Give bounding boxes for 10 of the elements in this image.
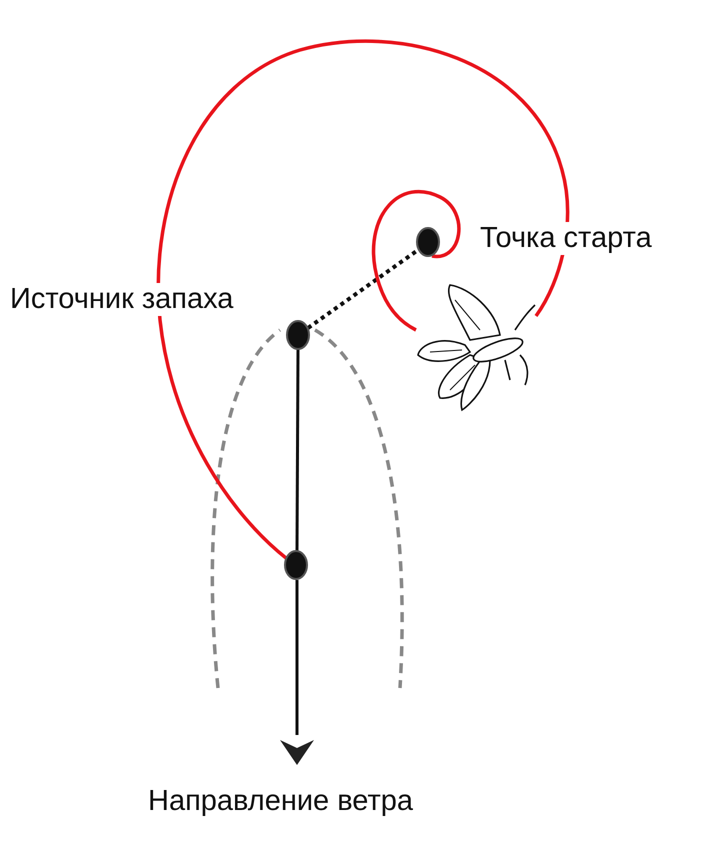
point-marker bbox=[416, 227, 440, 257]
moth-drawing bbox=[417, 284, 536, 411]
point-marker bbox=[286, 320, 310, 350]
search-path bbox=[372, 190, 461, 332]
start-point-label: Точка старта bbox=[480, 222, 652, 255]
connector-line bbox=[296, 349, 300, 551]
point-marker bbox=[284, 550, 308, 580]
dotted-line bbox=[306, 248, 420, 330]
search-path bbox=[156, 40, 570, 560]
odor-source-label: Источник запаха bbox=[10, 283, 234, 316]
